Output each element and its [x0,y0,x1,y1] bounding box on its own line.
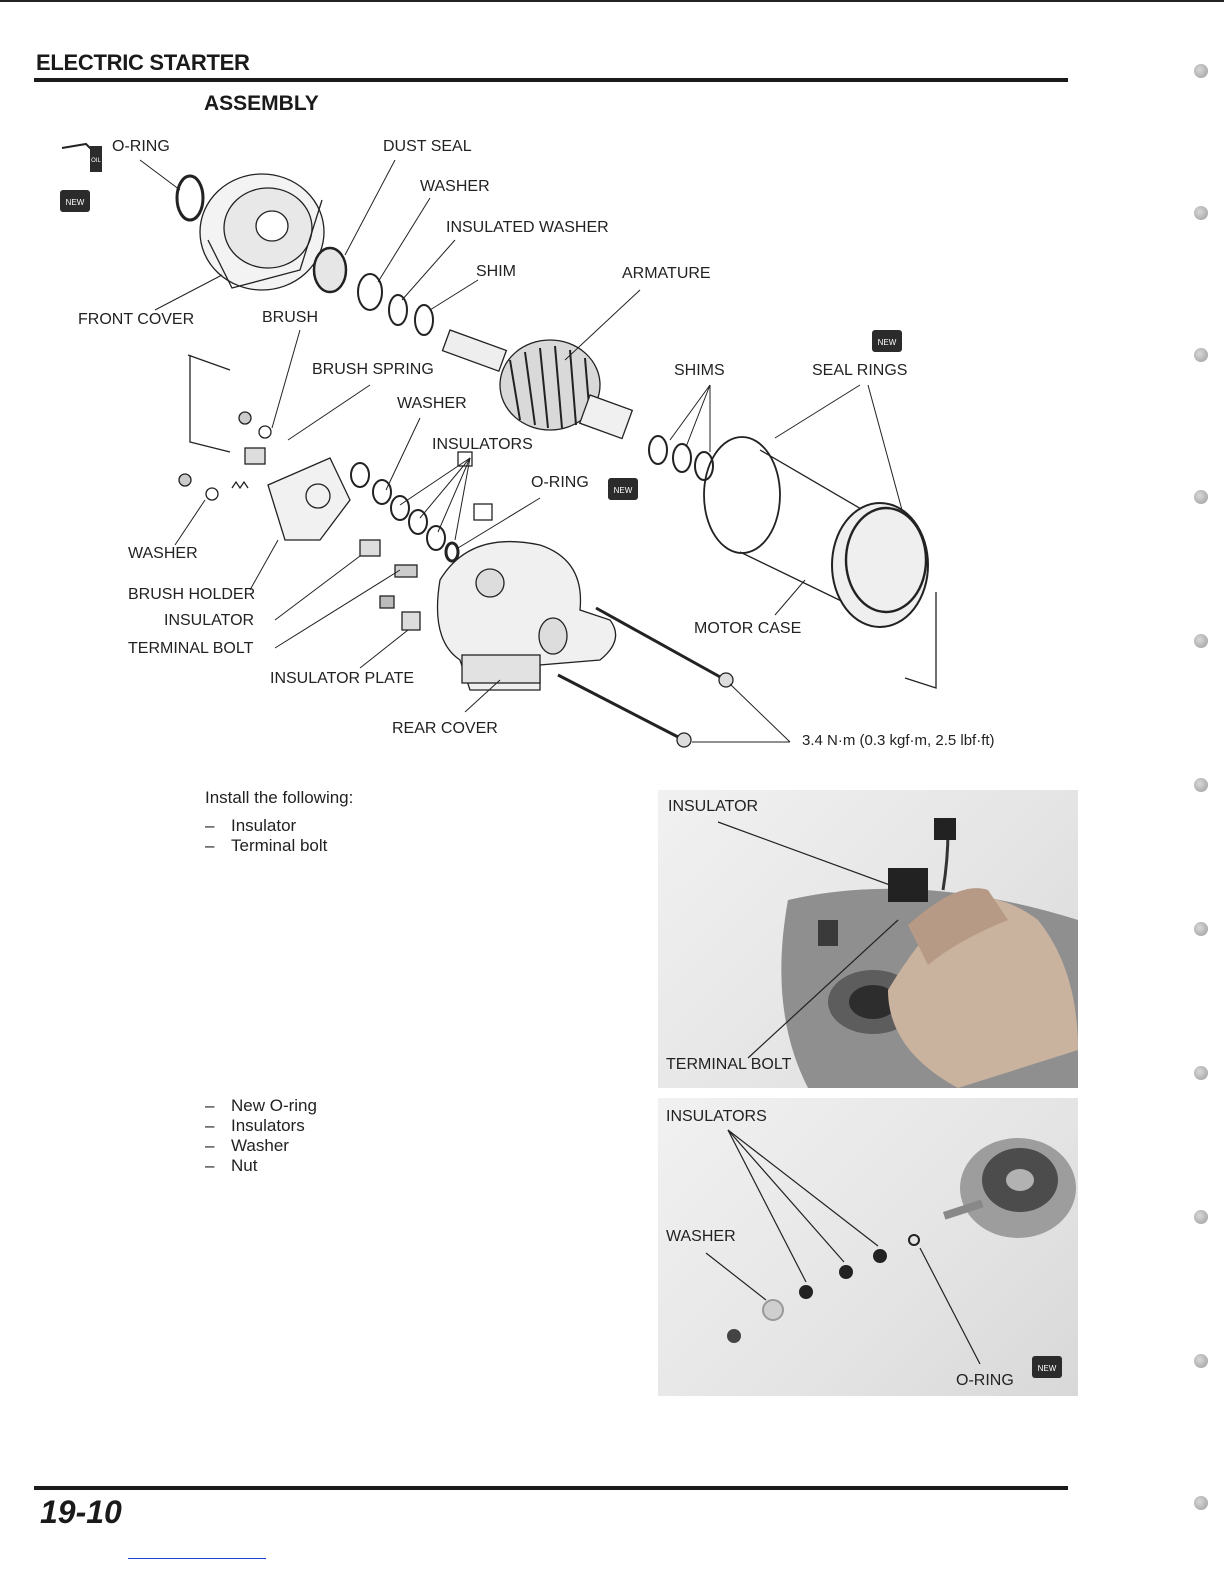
label-torque: 3.4 N·m (0.3 kgf·m, 2.5 lbf·ft) [802,732,995,749]
new-badge-seal-rings: NEW [872,330,902,352]
photo2-label-washer: WASHER [666,1228,736,1245]
label-motor-case: MOTOR CASE [694,620,802,637]
label-front-cover: FRONT COVER [78,311,195,328]
list-item: New O-ring [205,1096,317,1116]
label-washer-mid: WASHER [397,395,467,412]
install-list-1: Insulator Terminal bolt [205,816,327,856]
label-brush-holder: BRUSH HOLDER [128,586,256,603]
label-dust-seal: DUST SEAL [383,138,472,155]
label-terminal-bolt: TERMINAL BOLT [128,640,254,657]
label-insulated-washer: INSULATED WASHER [446,219,609,236]
photo1-label-insulator: INSULATOR [668,798,759,815]
section-title: ELECTRIC STARTER [36,50,250,75]
binder-hole [1194,490,1208,504]
new-badge-o-ring: NEW [608,478,638,500]
exploded-diagram: NEW OIL NEW NEW O-RING DUST SEAL WASHER … [0,120,1224,770]
exploded-diagram-art: NEW OIL NEW NEW [60,142,937,748]
photo-insulators-washer-o-ring: NEW INSULATORS WASHER O-RING [658,1098,1078,1396]
photo-2-art: NEW [705,1129,1076,1378]
label-shims: SHIMS [674,362,725,379]
list-item: Washer [205,1136,317,1156]
photo-insulator-terminal-bolt: INSULATOR TERMINAL BOLT [658,790,1078,1088]
label-washer-top: WASHER [420,178,490,195]
binder-hole [1194,1496,1208,1510]
install-list-2: New O-ring Insulators Washer Nut [205,1096,317,1176]
list-item: Terminal bolt [205,836,327,856]
binder-hole [1194,206,1208,220]
photo2-label-o-ring: O-RING [956,1372,1014,1389]
label-rear-cover: REAR COVER [392,720,498,737]
new-badge-text: NEW [878,338,897,347]
photo1-leaders [717,821,899,1059]
label-brush: BRUSH [262,309,319,326]
label-shim: SHIM [476,263,516,280]
oil-badge: OIL [61,142,102,172]
brush-holder-art [178,411,351,541]
binder-hole [1194,922,1208,936]
footer-rule [34,1486,1068,1490]
binder-hole [1194,348,1208,362]
label-o-ring-front: O-RING [112,138,170,155]
label-seal-rings: SEAL RINGS [812,362,908,379]
install-intro: Install the following: [205,788,354,807]
binder-hole [1194,634,1208,648]
label-insulators: INSULATORS [432,436,533,453]
label-insulator-plate: INSULATOR PLATE [270,670,415,687]
new-badge-text: NEW [1038,1364,1057,1373]
photo2-label-insulators: INSULATORS [666,1108,767,1125]
label-insulator: INSULATOR [164,612,255,629]
new-badge-text: NEW [614,486,633,495]
header-rule [34,78,1068,82]
label-brush-spring: BRUSH SPRING [312,361,434,378]
photo1-label-terminal-bolt: TERMINAL BOLT [666,1056,792,1073]
footer-blue-line [128,1558,266,1559]
label-armature: ARMATURE [622,265,711,282]
binder-hole [1194,1210,1208,1224]
page-number: 19-10 [40,1494,122,1530]
binder-hole [1194,1354,1208,1368]
motor-case-art [703,436,929,628]
top-rule [0,0,1224,2]
o-ring-art [175,174,205,222]
label-washer-left: WASHER [128,545,198,562]
list-item: Insulator [205,816,327,836]
label-o-ring-rear: O-RING [531,474,589,491]
oil-badge-text: OIL [91,158,101,164]
sub-title: ASSEMBLY [204,92,319,115]
binder-hole [1194,64,1208,78]
binder-hole [1194,1066,1208,1080]
new-badge-text: NEW [66,198,85,207]
new-badge-front: NEW [60,190,90,212]
front-cover-art [199,173,325,291]
photo-1-art [781,818,1078,1088]
list-item: Nut [205,1156,317,1176]
rear-cover-art [436,540,617,691]
list-item: Insulators [205,1116,317,1136]
armature-art [441,329,634,440]
binder-hole [1194,778,1208,792]
